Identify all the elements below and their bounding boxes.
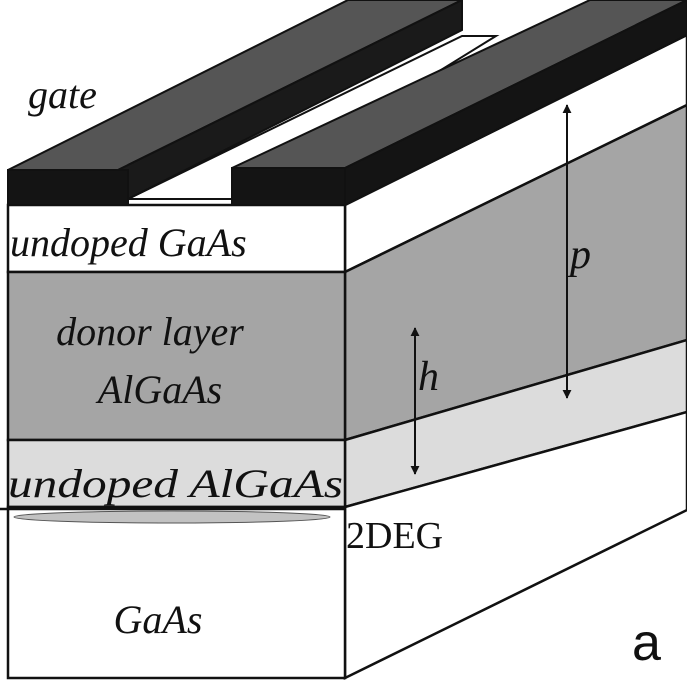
undoped-gaas-label: undoped GaAs: [10, 220, 247, 265]
undoped-algaas-label: undoped AlGaAs: [8, 461, 343, 506]
top-surface-gap: [127, 35, 500, 200]
dimension-h-label: h: [418, 354, 439, 400]
gate-left-front: [7, 169, 129, 206]
donor-material-label: AlGaAs: [95, 367, 222, 412]
dimension-p-label: p: [567, 232, 591, 278]
donor-layer-label: donor layer: [56, 309, 244, 354]
panel-letter: a: [632, 614, 661, 672]
front-donor-layer: [6, 270, 347, 442]
two-deg-label: 2DEG: [346, 515, 443, 557]
two-deg-ellipse: [13, 510, 331, 524]
substrate-label: GaAs: [114, 597, 203, 642]
gate-label: gate: [28, 72, 97, 117]
gate-right-front: [231, 167, 346, 206]
front-substrate-layer: [6, 505, 347, 680]
front-undoped-algaas-layer: [6, 438, 347, 509]
